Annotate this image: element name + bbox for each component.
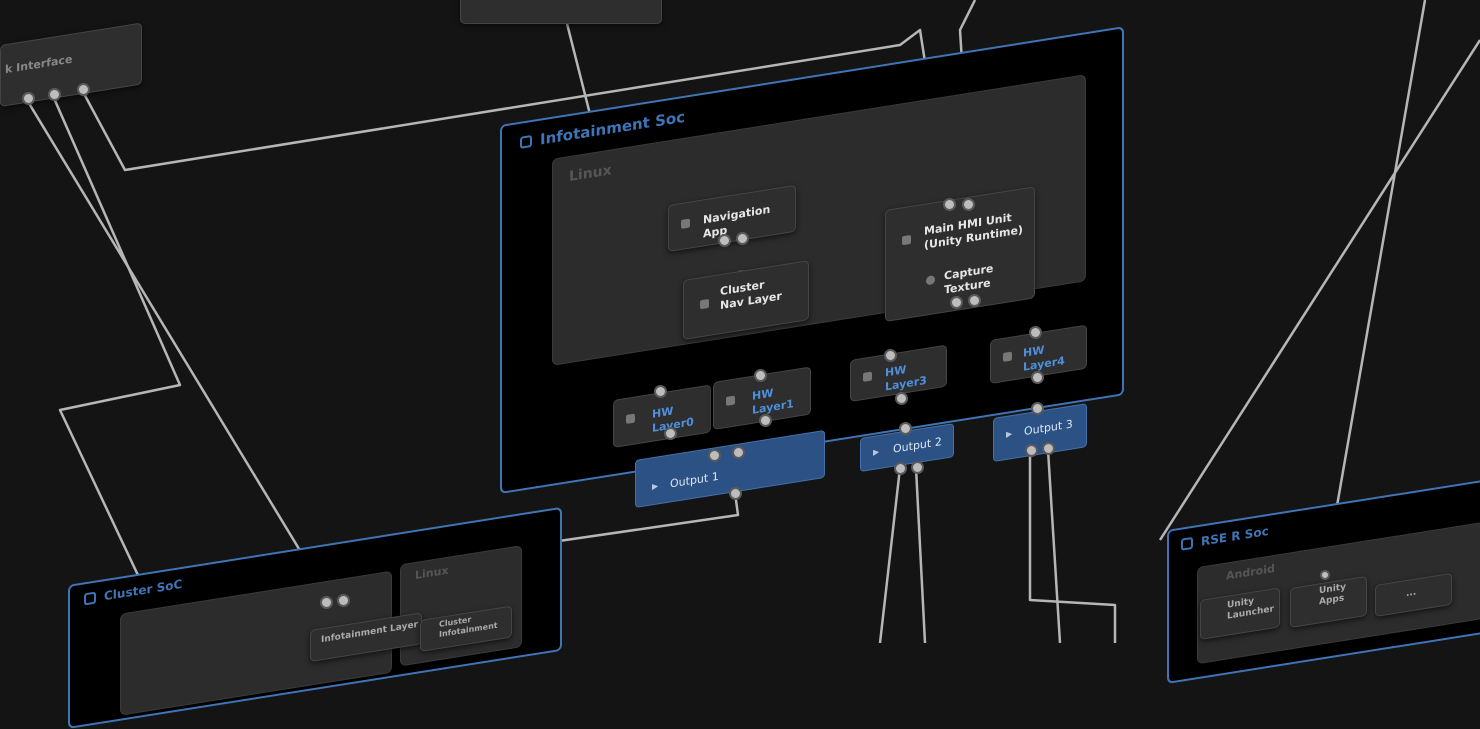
chip-icon <box>1181 536 1193 551</box>
port[interactable] <box>899 422 912 435</box>
port[interactable] <box>962 198 975 211</box>
port[interactable] <box>943 198 956 211</box>
port[interactable] <box>1031 371 1044 384</box>
wire <box>878 467 902 643</box>
capture-icon <box>926 275 935 286</box>
port[interactable] <box>1042 442 1055 455</box>
port[interactable] <box>729 487 742 500</box>
layer-icon <box>726 395 735 406</box>
port[interactable] <box>654 385 667 398</box>
port[interactable] <box>968 294 981 307</box>
port[interactable] <box>77 83 90 96</box>
port[interactable] <box>320 596 333 609</box>
chip-icon <box>84 591 96 606</box>
unity-icon <box>902 234 911 246</box>
play-icon: ▶ <box>1006 428 1013 439</box>
port[interactable] <box>1031 402 1044 415</box>
port[interactable] <box>759 414 772 427</box>
wire <box>1028 450 1117 643</box>
port[interactable] <box>22 92 35 105</box>
wire <box>25 99 332 601</box>
port[interactable] <box>708 449 721 462</box>
port[interactable] <box>48 88 61 101</box>
layer-icon <box>626 413 635 424</box>
frame-title: Cluster SoC <box>84 577 182 607</box>
layer-icon <box>700 298 709 310</box>
chip-icon <box>520 134 532 149</box>
layer-icon <box>1003 351 1012 362</box>
port[interactable] <box>754 369 767 382</box>
port[interactable] <box>884 349 897 362</box>
layer-icon <box>863 371 872 382</box>
port[interactable] <box>718 234 731 247</box>
wire <box>1158 39 1480 541</box>
play-icon: ▶ <box>652 481 659 492</box>
port[interactable] <box>337 594 350 607</box>
port[interactable] <box>736 232 749 245</box>
port[interactable] <box>732 446 745 459</box>
port[interactable] <box>664 427 677 440</box>
app-icon <box>681 218 690 229</box>
top-node[interactable] <box>460 0 662 24</box>
port[interactable] <box>911 461 924 474</box>
frame-title: RSE R Soc <box>1181 524 1269 552</box>
port[interactable] <box>894 462 907 475</box>
port[interactable] <box>950 296 963 309</box>
wire <box>1323 0 1427 576</box>
play-icon: ▶ <box>873 446 880 457</box>
wire <box>914 467 927 643</box>
interface-node[interactable]: k Interface <box>0 22 142 108</box>
port[interactable] <box>1025 444 1038 457</box>
port[interactable] <box>895 392 908 405</box>
wire <box>1046 449 1062 643</box>
wire <box>51 95 182 643</box>
port[interactable] <box>1320 570 1330 580</box>
port[interactable] <box>1029 326 1042 339</box>
